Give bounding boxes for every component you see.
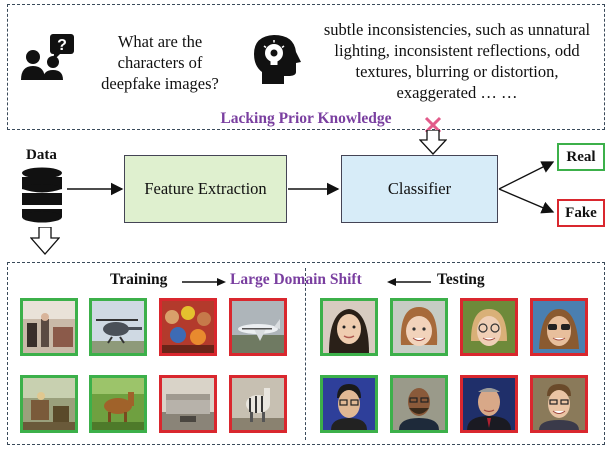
center-divider [305,268,306,440]
train-image-fake-crowd [159,298,217,356]
testing-label: Testing [437,271,485,288]
domain-shift-panel [7,262,605,445]
down-arrow-from-data [30,227,60,255]
test-image-fake-face-woman-glasses [460,298,518,356]
lacking-prior-knowledge-label: Lacking Prior Knowledge [220,110,392,127]
arrow-right-icon [182,278,226,286]
training-label: Training [110,271,168,288]
test-image-fake-face-man-smile [530,375,588,433]
test-image-real-face-man-beard [390,375,448,433]
train-image-real-room [20,375,78,433]
test-image-real-face-man-glasses [320,375,378,433]
prior-knowledge-panel [7,4,605,130]
feature-extraction-box: Feature Extraction [124,155,287,223]
head-lightbulb-icon [254,35,301,84]
large-domain-shift-label: Large Domain Shift [230,271,362,288]
data-label: Data [26,147,57,163]
database-icon [21,167,63,223]
answer-text: subtle inconsistencies, such as unnatura… [323,20,591,102]
train-image-real-horse [89,375,147,433]
svg-text:?: ? [57,37,67,54]
arrow-left-icon [387,278,431,286]
train-image-fake-zebra-horse [229,375,287,433]
train-image-fake-airplane [229,298,287,356]
fake-output-box: Fake [557,199,605,227]
classifier-box: Classifier [341,155,498,223]
test-image-real-face-woman [320,298,378,356]
test-image-fake-face-sunglasses [530,298,588,356]
question-text: What are the characters of deepfake imag… [101,32,219,93]
train-image-fake-sofa [159,375,217,433]
down-arrow-to-classifier [419,130,447,155]
real-output-box: Real [557,143,605,171]
person-question-icon: ? [21,34,74,80]
test-image-real-face-child [390,298,448,356]
train-image-real-office [20,298,78,356]
train-image-real-helicopter [89,298,147,356]
test-image-fake-face-man-suit [460,375,518,433]
